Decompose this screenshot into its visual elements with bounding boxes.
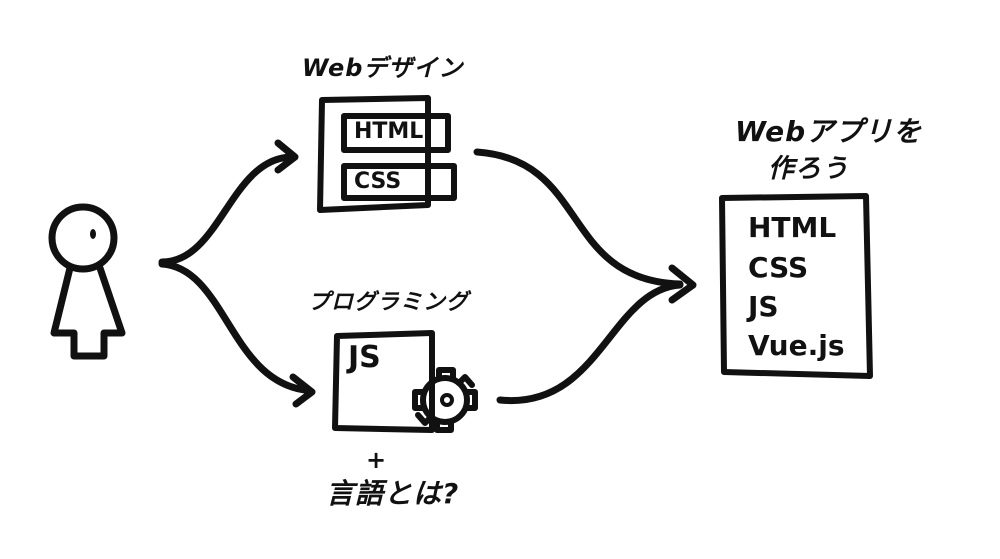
- arrowhead-webapp: [668, 264, 697, 304]
- programming-document: [332, 330, 435, 433]
- plus-sign: +: [366, 446, 387, 474]
- language-question: 言語とは?: [326, 477, 460, 510]
- person-figure: [48, 203, 126, 360]
- arrow-programming-to-webapp: [496, 281, 684, 405]
- programming-title: プログラミング: [308, 290, 470, 315]
- web-design-item-html: HTML: [354, 119, 424, 144]
- webapp-title-line2: 作ろう: [768, 154, 850, 184]
- arrowhead-programming: [289, 373, 316, 408]
- arrow-to-web-design: [158, 153, 294, 266]
- arrow-to-programming: [158, 260, 309, 394]
- arrowhead-web-design: [274, 139, 299, 174]
- webapp-item-css: CSS: [748, 251, 809, 284]
- gear-icon: [412, 367, 478, 433]
- web-design-title: Webデザイン: [302, 54, 464, 82]
- webapp-item-html: HTML: [748, 211, 837, 244]
- web-design-item-css: CSS: [354, 169, 402, 194]
- web-design-document: [317, 95, 457, 213]
- webapp-item-vuejs: Vue.js: [748, 329, 845, 362]
- webapp-title-line1: Webアプリを: [735, 115, 923, 148]
- arrow-web-design-to-webapp: [473, 148, 684, 288]
- webapp-document: [719, 193, 873, 379]
- webapp-item-js: JS: [748, 290, 779, 323]
- programming-item-js: JS: [348, 340, 381, 375]
